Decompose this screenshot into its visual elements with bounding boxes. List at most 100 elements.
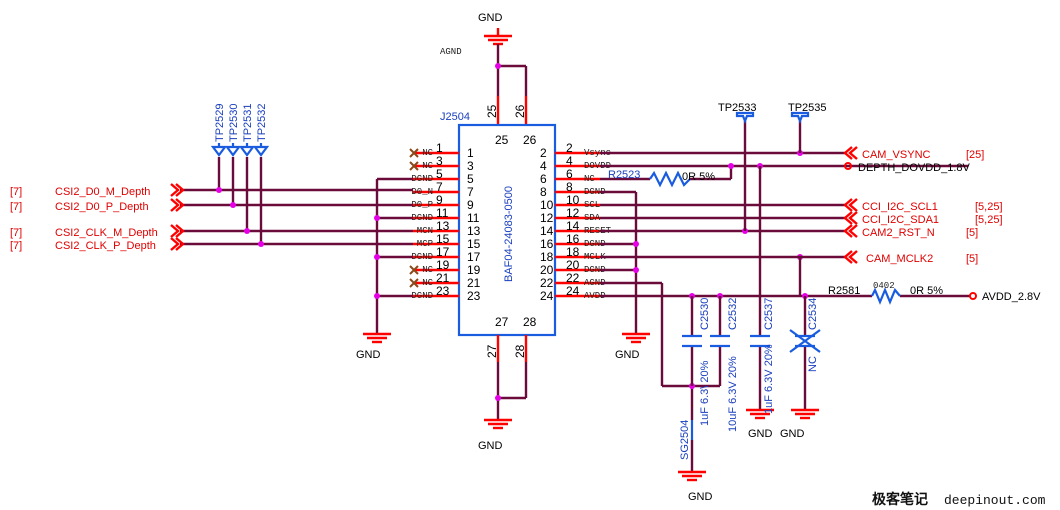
gnd-label-c2537: GND [748, 428, 773, 440]
left-pin-number-7: 7 [436, 180, 443, 194]
left-pin-number-15: 15 [436, 232, 450, 246]
left-pin-signal-1: NC [422, 148, 433, 158]
right-pin-number-20: 20 [566, 258, 580, 272]
left-net-ref-2: [7] [10, 227, 22, 239]
right-pin-internal-24: 24 [540, 289, 554, 303]
left-pin-number-5: 5 [436, 167, 443, 181]
left-pin-number-23: 23 [436, 284, 450, 298]
right-pin-internal-20: 20 [540, 263, 554, 277]
right-pin-internal-6: 6 [540, 172, 547, 186]
watermark-cn: 极客笔记 [872, 491, 928, 507]
left-pin-internal-1: 1 [467, 146, 474, 160]
left-net-1: CSI2_D0_P_Depth [55, 201, 149, 213]
watermark-url: deepinout.com [944, 493, 1046, 508]
right-pin-number-10: 10 [566, 193, 580, 207]
right-pin-signal-22: AGND [584, 278, 606, 288]
right-pin-signal-2: Vsync [584, 148, 611, 158]
right-pin-signal-20: DGND [584, 265, 606, 275]
agnd-label: AGND [440, 47, 462, 57]
left-pin-internal-23: 23 [467, 289, 481, 303]
right-pin-internal-8: 8 [540, 185, 547, 199]
left-net-ref-1: [7] [10, 201, 22, 213]
right-pin-signal-18: MCLK [584, 252, 606, 262]
gnd-label-bottom: GND [478, 440, 503, 452]
left-pin-signal-11: DGND [411, 213, 433, 223]
right-pin-signal-4: DOVDD [584, 161, 611, 171]
right-pin-number-14: 14 [566, 219, 580, 233]
pin-26-int: 26 [523, 133, 537, 147]
right-pin-internal-4: 4 [540, 159, 547, 173]
gnd-label-left: GND [356, 349, 381, 361]
right-pin-signal-16: DGND [584, 239, 606, 249]
net-cci-sda1: CCI_I2C_SDA1 [862, 214, 939, 226]
r2523-value: 0R 5% [682, 171, 715, 183]
left-pin-internal-7: 7 [467, 185, 474, 199]
left-pin-signal-5: DGND [411, 174, 433, 184]
pin-27-int: 27 [495, 315, 509, 329]
net-cci-scl1: CCI_I2C_SCL1 [862, 201, 938, 213]
pin-27-ext: 27 [485, 344, 499, 358]
right-net-ports [843, 146, 977, 300]
r2581-ref: R2581 [828, 285, 860, 297]
right-pin-number-12: 12 [566, 206, 580, 220]
left-net-ports [170, 183, 185, 251]
right-pin-internal-16: 16 [540, 237, 554, 251]
left-net-ref-0: [7] [10, 186, 22, 198]
right-pin-internal-18: 18 [540, 250, 554, 264]
left-pin-signal-17: DGND [411, 252, 433, 262]
right-pin-internal-14: 14 [540, 224, 554, 238]
left-pin-internal-5: 5 [467, 172, 474, 186]
net-avdd-2v8: AVDD_2.8V [982, 291, 1041, 303]
left-pin-number-11: 11 [436, 206, 449, 220]
left-pin-internal-21: 21 [467, 276, 481, 290]
tp2535-label: TP2535 [788, 102, 827, 114]
right-pin-signal-24: AVDD [584, 291, 606, 301]
capacitor-plates [682, 329, 821, 353]
left-net-3: CSI2_CLK_P_Depth [55, 240, 156, 252]
right-pin-signal-14: RESET [584, 226, 612, 236]
left-pin-signal-19: NC [422, 265, 433, 275]
c2530-ref: C2530 [699, 298, 711, 330]
c2532-ref: C2532 [727, 298, 739, 330]
pin-26-ext: 26 [513, 104, 527, 118]
net-cam-mclk2-ref: [5] [966, 253, 978, 265]
nc-markers-left [409, 148, 419, 288]
right-pin-number-6: 6 [566, 167, 573, 181]
left-pin-signal-9: D0_P [411, 200, 433, 210]
left-pin-internal-19: 19 [467, 263, 481, 277]
left-pin-number-17: 17 [436, 245, 450, 259]
left-wiring: GND TP2529 TP2530 TP2531 TP2532 [7] CSI2… [10, 103, 419, 361]
right-pin-number-16: 16 [566, 232, 580, 246]
right-pin-number-4: 4 [566, 154, 573, 168]
pin-28-ext: 28 [513, 344, 527, 358]
left-pin-number-21: 21 [436, 271, 450, 285]
gnd-label-c2534: GND [780, 428, 805, 440]
right-pin-number-8: 8 [566, 180, 573, 194]
gnd-label-top: GND [478, 12, 503, 24]
right-pin-number-18: 18 [566, 245, 580, 259]
left-pin-number-13: 13 [436, 219, 450, 233]
gnd-label-sg: GND [688, 491, 713, 503]
left-pin-signal-15: MCP [417, 239, 433, 249]
r2581-pkg: 0402 [873, 281, 895, 291]
c2532-value: 10uF 6.3V 20% [727, 356, 739, 432]
top-gnd-group: GND AGND 25 26 [440, 12, 528, 125]
net-cam-mclk2: CAM_MCLK2 [866, 253, 933, 265]
pin-28-int: 28 [523, 315, 537, 329]
net-cam2-rst-n: CAM2_RST_N [862, 227, 935, 239]
tp2532-label: TP2532 [256, 103, 268, 142]
net-cam-vsync: CAM_VSYNC [862, 149, 931, 161]
right-pin-internal-12: 12 [540, 211, 554, 225]
tp2533-label: TP2533 [718, 102, 757, 114]
left-pin-signal-7: D0_N [411, 187, 433, 197]
right-pin-number-22: 22 [566, 271, 580, 285]
r2581-value: 0R 5% [910, 285, 943, 297]
bottom-gnd-group: 27 28 GND [478, 335, 528, 452]
left-pin-internal-3: 3 [467, 159, 474, 173]
left-pin-number-3: 3 [436, 154, 443, 168]
pin-25-int: 25 [495, 133, 509, 147]
tp2531-label: TP2531 [242, 103, 254, 142]
pin-25-ext: 25 [485, 104, 499, 118]
left-pin-number-9: 9 [436, 193, 443, 207]
